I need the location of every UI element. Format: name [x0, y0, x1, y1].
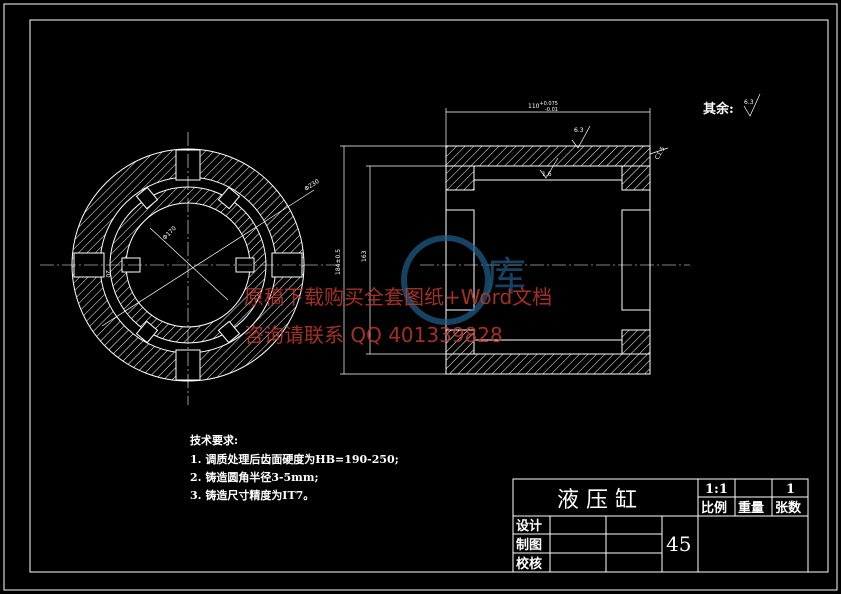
tech-title: 技术要求: — [190, 433, 238, 447]
part-name: 液 压 缸 — [557, 488, 637, 513]
cylinder-section-view: 110+0.075-0.01 184±0.5 163 6.3 1.6 C1.5 — [335, 101, 690, 375]
other-roughness-label: 其余: — [703, 101, 734, 117]
tech-item: 1. 调质处理后齿面硬度为HB=190-250; — [190, 452, 399, 466]
watermark-line-1: 原稿下载购买全套图纸+Word文档 — [244, 285, 552, 309]
tech-item: 2. 铸造圆角半径3-5mm; — [190, 470, 319, 484]
drawing-label: 制图 — [516, 537, 542, 553]
scale-label: 比例 — [701, 500, 727, 516]
height-label: 163 — [361, 250, 368, 262]
drawing-number: 45 — [666, 532, 691, 556]
check-label: 校核 — [516, 556, 542, 572]
sheets-value: 1 — [786, 482, 795, 497]
design-label: 设计 — [516, 518, 542, 534]
other-roughness-value: 6.3 — [744, 99, 754, 106]
roughness-top-label: 6.3 — [574, 127, 584, 134]
watermark-line-2: 咨询请联系 QQ 401339828 — [244, 323, 503, 347]
title-block: 液 压 缸 1:1 1 比例 重量 张数 设计 制图 校核 45 — [512, 478, 809, 573]
tech-requirements: 技术要求: 1. 调质处理后齿面硬度为HB=190-250; 2. 铸造圆角半径… — [190, 433, 399, 502]
scale-value: 1:1 — [705, 482, 728, 497]
length-tolerance-label: 110+0.075-0.01 — [528, 101, 558, 113]
chamfer-label: C1.5 — [654, 145, 667, 161]
other-roughness-note: 其余: 6.3 — [703, 93, 761, 117]
roughness-inner-label: 1.6 — [542, 171, 552, 178]
tech-item: 3. 铸造尺寸精度为IT7。 — [190, 488, 314, 502]
circular-section-view: Φ230 Φ170 20 — [40, 132, 340, 405]
outer-frame — [3, 3, 838, 591]
watermark-logo: 库 — [486, 254, 526, 300]
outer-diameter-label: Φ230 — [303, 178, 321, 193]
slot-width-label: 20 — [104, 270, 111, 278]
weight-label: 重量 — [738, 500, 764, 516]
side-dimension-label: 184±0.5 — [335, 249, 342, 275]
sheets-label: 张数 — [775, 500, 802, 516]
inner-frame — [29, 19, 829, 573]
watermark: 库 原稿下载购买全套图纸+Word文档 咨询请联系 QQ 401339828 — [244, 235, 552, 347]
